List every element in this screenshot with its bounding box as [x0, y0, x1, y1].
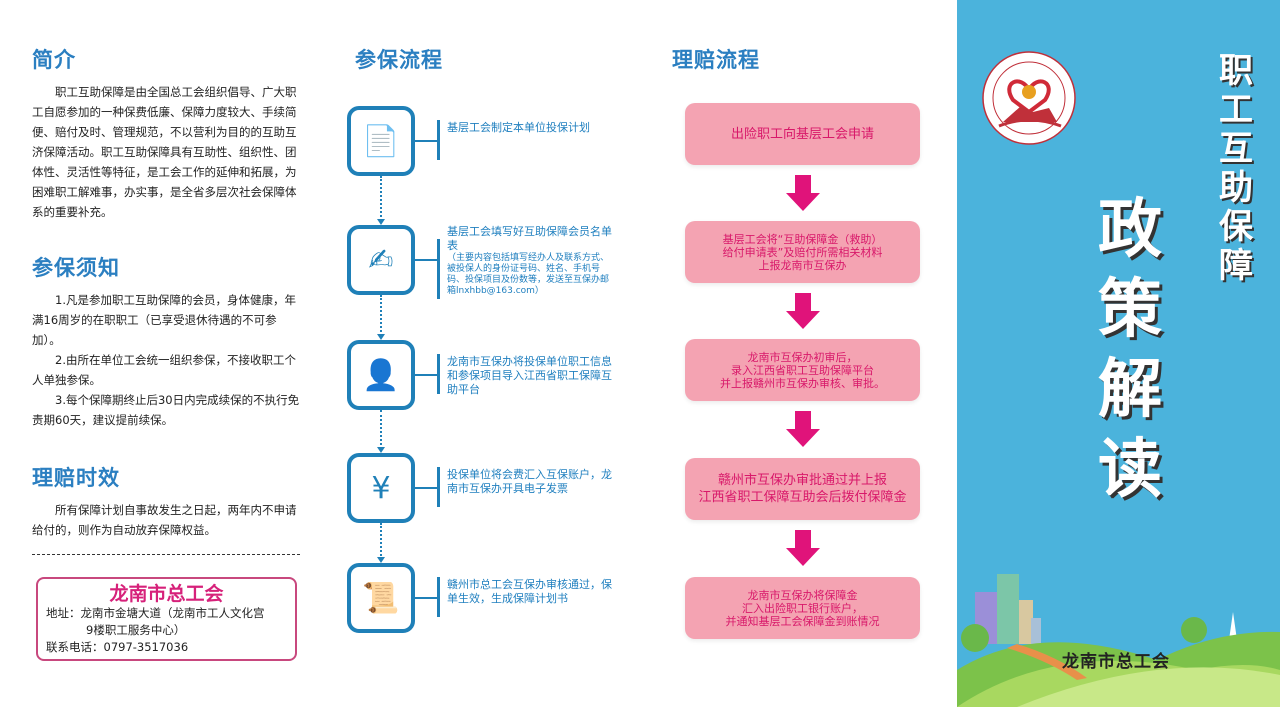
connector	[415, 259, 439, 261]
step-bar	[437, 120, 440, 160]
arrow-head-icon	[377, 557, 385, 563]
claim-step-box: 龙南市互保办初审后， 录入江西省职工互助保障平台 并上报赣州市互保办审核、审批。	[685, 339, 920, 401]
enroll-step-text: 投保单位将会费汇入互保账户，龙南市互保办开具电子发票	[447, 468, 612, 495]
dotted-arrow	[380, 523, 382, 559]
enroll-step-icon-box: ✍	[347, 225, 415, 295]
arrow-down-head	[786, 429, 820, 447]
contact-address: 地址：龙南市金塘大道（龙南市工人文化宫	[46, 606, 265, 620]
person-mail-icon: 👤	[362, 357, 400, 393]
notice-heading: 参保须知	[32, 255, 120, 280]
enroll-step-note: （主要内容包括填写经办人及联系方式、被投保人的身份证号码、姓名、手机号码、投保项…	[447, 253, 610, 296]
cover-panel: 职工互助保障 政策解读 龙南市总工会	[957, 0, 1280, 707]
arrow-head-icon	[377, 219, 385, 225]
claim-step-box: 龙南市互保办将保障金 汇入出险职工银行账户， 并通知基层工会保障金到账情况	[685, 577, 920, 639]
cover-footer: 龙南市总工会	[1062, 652, 1170, 672]
divider	[32, 554, 300, 555]
arrow-down-icon	[795, 293, 811, 311]
enroll-step-icon-box: ¥	[347, 453, 415, 523]
claim-time-heading: 理赔时效	[32, 465, 120, 490]
step-bar	[437, 354, 440, 394]
intro-heading: 简介	[32, 47, 76, 72]
contact-address-2: 9楼职工服务中心）	[86, 623, 186, 637]
enroll-step-icon-box: 👤	[347, 340, 415, 410]
arrow-down-head	[786, 548, 820, 566]
enroll-step-text: 基层工会填写好互助保障会员名单表（主要内容包括填写经办人及联系方式、被投保人的身…	[447, 225, 617, 297]
certificate-stamp-icon: 📜	[362, 580, 400, 616]
cover-subtitle: 职工互助保障	[1219, 51, 1253, 286]
arrow-down-head	[786, 311, 820, 329]
document-download-icon: 📄	[362, 123, 400, 159]
notice-item: 2.由所在单位工会统一组织参保，不接收职工个人单独参保。	[32, 353, 296, 387]
step-bar	[437, 239, 440, 299]
landscape-illustration	[957, 574, 1280, 707]
connector	[415, 487, 439, 489]
notice-list: 1.凡是参加职工互助保障的会员，身体健康，年满16周岁的在职职工（已享受退休待遇…	[32, 290, 302, 430]
arrow-head-icon	[377, 334, 385, 340]
step-bar	[437, 467, 440, 507]
enroll-step-text: 赣州市总工会互保办审核通过，保单生效，生成保障计划书	[447, 578, 612, 605]
arrow-down-icon	[795, 530, 811, 548]
contact-org: 龙南市总工会	[109, 583, 224, 605]
intro-text: 职工互助保障是由全国总工会组织倡导、广大职工自愿参加的一种保费低廉、保障力度较大…	[32, 85, 297, 219]
yen-payment-icon: ¥	[371, 470, 391, 506]
enroll-heading: 参保流程	[355, 47, 443, 72]
arrow-down-icon	[795, 411, 811, 429]
union-logo-icon	[982, 51, 1076, 145]
dotted-arrow	[380, 410, 382, 449]
claim-step-box: 赣州市互保办审批通过并上报 江西省职工保障互助会后拨付保障金	[685, 458, 920, 520]
notice-item: 1.凡是参加职工互助保障的会员，身体健康，年满16周岁的在职职工（已享受退休待遇…	[32, 293, 296, 347]
dotted-arrow	[380, 176, 382, 221]
connector	[415, 597, 439, 599]
contact-phone: 联系电话：0797-3517036	[46, 640, 189, 654]
enroll-step-icon-box: 📄	[347, 106, 415, 176]
connector	[415, 140, 439, 142]
enroll-step-text: 基层工会制定本单位投保计划	[447, 121, 590, 134]
connector	[415, 374, 439, 376]
contact-box: 龙南市总工会 地址：龙南市金塘大道（龙南市工人文化宫 9楼职工服务中心） 联系电…	[36, 577, 297, 661]
arrow-down-icon	[795, 175, 811, 193]
arrow-down-head	[786, 193, 820, 211]
step-bar	[437, 577, 440, 617]
enroll-step-text: 龙南市互保办将投保单位职工信息和参保项目导入江西省职工保障互助平台	[447, 355, 612, 396]
arrow-head-icon	[377, 447, 385, 453]
claim-time-text: 所有保障计划自事故发生之日起，两年内不申请给付的，则作为自动放弃保障权益。	[32, 503, 297, 537]
dotted-arrow	[380, 295, 382, 336]
claims-heading: 理赔流程	[672, 47, 760, 72]
claim-step-box: 基层工会将“互助保障金（救助） 给付申请表”及赔付所需相关材料 上报龙南市互保办	[685, 221, 920, 283]
cover-title: 政策解读	[1098, 192, 1162, 507]
enroll-step-icon-box: 📜	[347, 563, 415, 633]
form-pen-icon: ✍	[368, 242, 394, 278]
notice-item: 3.每个保障期终止后30日内完成续保的不执行免责期60天，建议提前续保。	[32, 393, 300, 427]
claim-step-box: 出险职工向基层工会申请	[685, 103, 920, 165]
